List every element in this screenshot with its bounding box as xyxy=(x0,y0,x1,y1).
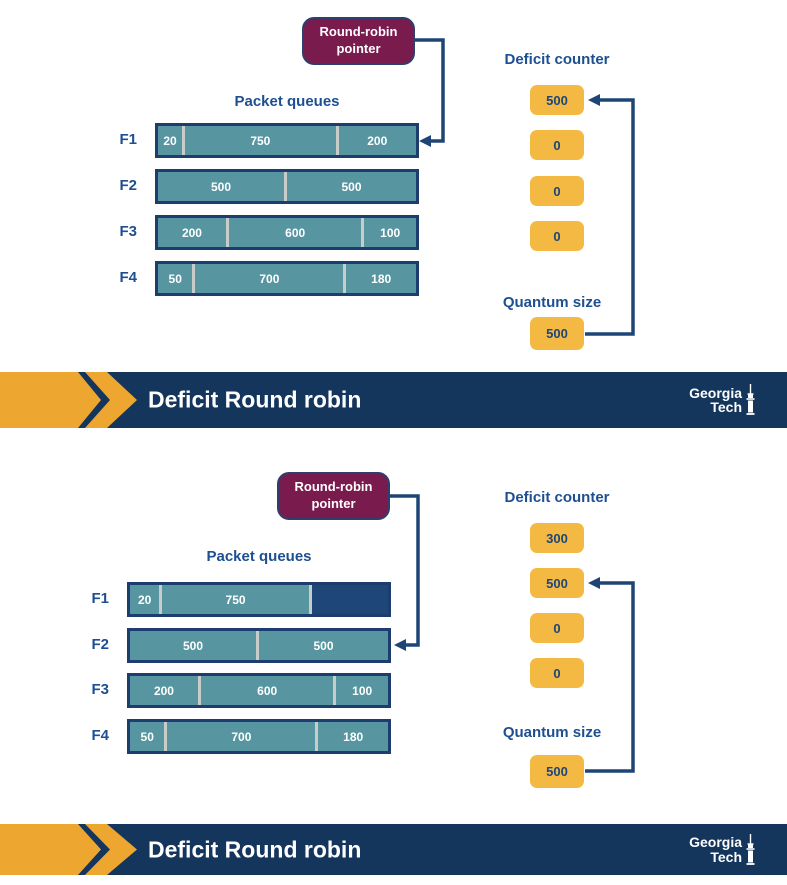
quantum-to-deficit2-connector xyxy=(585,581,635,773)
packet-queues-title: Packet queues xyxy=(206,548,312,565)
deficit-counter-box: 0 xyxy=(530,613,584,643)
queue-segment: 180 xyxy=(371,271,392,286)
queue-segment: 200 xyxy=(367,133,388,148)
pointer-label-line2: pointer xyxy=(336,41,381,56)
queue-segment: 180 xyxy=(343,729,364,744)
deficit-counter-box: 300 xyxy=(530,523,584,553)
queue-label-f4: F4 xyxy=(91,727,109,744)
queue-segment: 200 xyxy=(130,676,201,705)
queue-row-f3: 200 600 100 xyxy=(127,673,391,708)
banner-chevron-decoration xyxy=(0,824,137,875)
packet-queues-title: Packet queues xyxy=(234,93,340,110)
queue-segment: 700 xyxy=(167,722,319,751)
queue-label-f2: F2 xyxy=(119,177,137,194)
banner-title: Deficit Round robin xyxy=(148,836,362,862)
queue-segment: 600 xyxy=(201,676,337,705)
deficit-counter-box: 0 xyxy=(530,130,584,160)
arrowhead-f1 xyxy=(419,135,431,147)
deficit-counter-box: 0 xyxy=(530,221,584,251)
deficit-counter-box: 500 xyxy=(530,568,584,598)
tech-tower-icon xyxy=(746,833,755,865)
round-robin-pointer-box: Round-robin pointer xyxy=(302,17,415,65)
deficit-counter-box: 0 xyxy=(530,658,584,688)
quantum-size-box: 500 xyxy=(530,317,584,350)
queue-segment: 750 xyxy=(185,126,339,155)
queue-segment: 750 xyxy=(162,585,312,614)
pointer-label-line2: pointer xyxy=(311,496,356,511)
pointer-label-line1: Round-robin xyxy=(294,479,373,495)
queue-segment: 500 xyxy=(341,179,362,194)
georgia-tech-logo: Georgia Tech xyxy=(689,384,756,416)
gold-stripe-chevron xyxy=(85,372,137,428)
georgia-tech-logo: Georgia Tech xyxy=(689,833,756,866)
quantum-size-title: Quantum size xyxy=(502,724,602,741)
banner-chevron-decoration xyxy=(0,372,137,428)
queue-row-f2: 500 500 xyxy=(127,628,391,663)
queue-row-f4: 50 700 180 xyxy=(155,261,419,296)
queue-label-f1: F1 xyxy=(119,131,137,148)
queue-segment: 600 xyxy=(229,218,365,247)
logo-line-georgia: Georgia xyxy=(689,384,742,401)
queue-segment: 50 xyxy=(158,264,196,293)
queue-label-f4: F4 xyxy=(119,269,137,286)
queue-row-f2: 500 500 xyxy=(155,169,419,204)
queue-segment: 100 xyxy=(352,683,373,698)
slide-banner: Deficit Round robin Georgia Tech xyxy=(0,824,787,875)
round-robin-pointer-box: Round-robin pointer xyxy=(277,472,390,520)
queue-segment: 20 xyxy=(130,585,163,614)
queue-segment: 500 xyxy=(313,638,334,653)
queue-segment: 100 xyxy=(380,225,401,240)
queue-segment: 700 xyxy=(195,264,347,293)
gold-block-chevron xyxy=(0,372,101,428)
tech-tower-icon xyxy=(746,384,755,415)
deficit-counter-title: Deficit counter xyxy=(504,51,610,68)
deficit-counter-box: 0 xyxy=(530,176,584,206)
queue-segment: 500 xyxy=(130,631,259,660)
logo-line-georgia: Georgia xyxy=(689,834,742,851)
arrowhead-deficit1 xyxy=(588,94,600,106)
georgia-tech-wordmark: Georgia Tech xyxy=(689,835,742,864)
arrowhead-f2 xyxy=(394,639,406,651)
queue-label-f1: F1 xyxy=(91,590,109,607)
queue-label-f3: F3 xyxy=(91,681,109,698)
queue-row-f1: 20 750 xyxy=(127,582,391,617)
queue-segment: 20 xyxy=(158,126,186,155)
slide-banner: Deficit Round robin Georgia Tech xyxy=(0,372,787,428)
gold-stripe-chevron xyxy=(85,824,137,875)
georgia-tech-wordmark: Georgia Tech xyxy=(689,384,742,415)
queue-row-f4: 50 700 180 xyxy=(127,719,391,754)
deficit-counter-title: Deficit counter xyxy=(504,489,610,506)
deficit-counter-box: 500 xyxy=(530,85,584,115)
pointer-label-line1: Round-robin xyxy=(319,24,398,40)
queue-row-f3: 200 600 100 xyxy=(155,215,419,250)
queue-label-f3: F3 xyxy=(119,223,137,240)
queue-segment: 50 xyxy=(130,722,168,751)
logo-line-tech: Tech xyxy=(710,848,742,865)
quantum-size-box: 500 xyxy=(530,755,584,788)
queue-segment-empty xyxy=(311,585,388,614)
queue-label-f2: F2 xyxy=(91,636,109,653)
banner-title: Deficit Round robin xyxy=(148,386,362,413)
logo-line-tech: Tech xyxy=(710,399,742,415)
queue-segment: 500 xyxy=(158,172,287,201)
quantum-size-title: Quantum size xyxy=(502,294,602,311)
pointer-to-f2-connector xyxy=(389,494,420,647)
gold-block-chevron xyxy=(0,824,101,875)
queue-row-f1: 20 750 200 xyxy=(155,123,419,158)
queue-segment: 200 xyxy=(158,218,229,247)
arrowhead-deficit2 xyxy=(588,577,600,589)
